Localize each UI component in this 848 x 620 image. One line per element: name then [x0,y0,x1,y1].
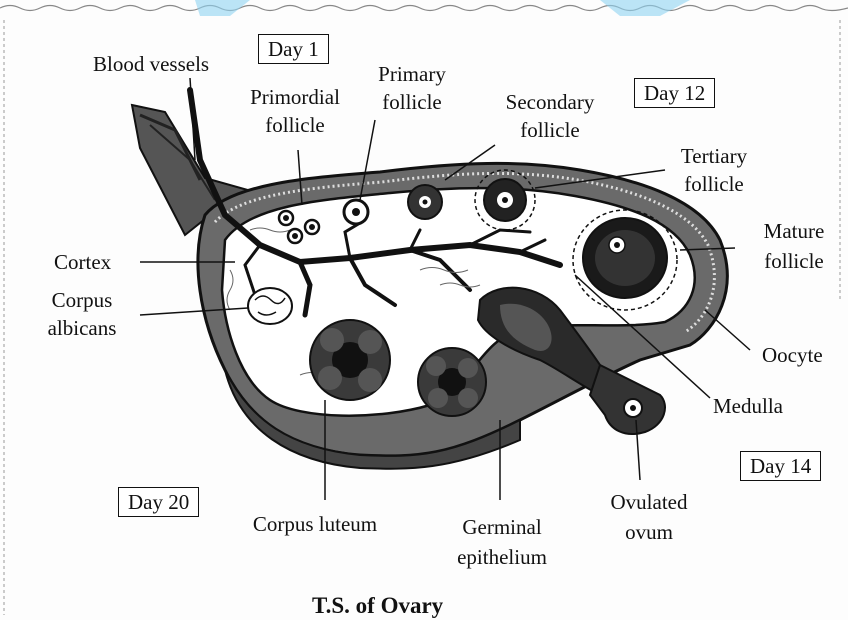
label-corpus-luteum: Corpus luteum [253,512,377,536]
label-germinal-epithelium-line1: Germinal [462,515,541,539]
label-corpus-albicans-line1: Corpus [52,288,113,312]
label-tertiary-follicle-line1: Tertiary [681,144,747,168]
day-12-box: Day 12 [634,78,715,108]
label-primary-follicle-line1: Primary [378,62,446,86]
label-primordial-follicle-line1: Primordial [250,85,340,109]
primary-follicle [344,200,368,224]
corpus-albicans [248,288,292,324]
label-ovulated-ovum-line1: Ovulated [611,490,688,514]
diagram-title: T.S. of Ovary [312,593,443,619]
day-14-box: Day 14 [740,451,821,481]
label-ovulated-ovum-line2: ovum [625,520,673,544]
label-secondary-follicle-line2: follicle [520,118,579,142]
ovulated-ovum-stalk [590,365,665,434]
label-medulla: Medulla [713,394,783,418]
label-blood-vessels: Blood vessels [93,52,209,76]
label-mature-follicle-line2: follicle [764,249,823,273]
day-1-box: Day 1 [258,34,329,64]
label-tertiary-follicle-line2: follicle [684,172,743,196]
day-20-box: Day 20 [118,487,199,517]
secondary-follicle [408,185,442,219]
label-primary-follicle-line2: follicle [382,90,441,114]
label-corpus-albicans-line2: albicans [48,316,117,340]
label-germinal-epithelium-line2: epithelium [457,545,547,569]
label-cortex: Cortex [54,250,111,274]
label-primordial-follicle-line2: follicle [265,113,324,137]
label-mature-follicle-line1: Mature [764,219,825,243]
label-secondary-follicle-line1: Secondary [506,90,595,114]
label-oocyte: Oocyte [762,343,823,367]
